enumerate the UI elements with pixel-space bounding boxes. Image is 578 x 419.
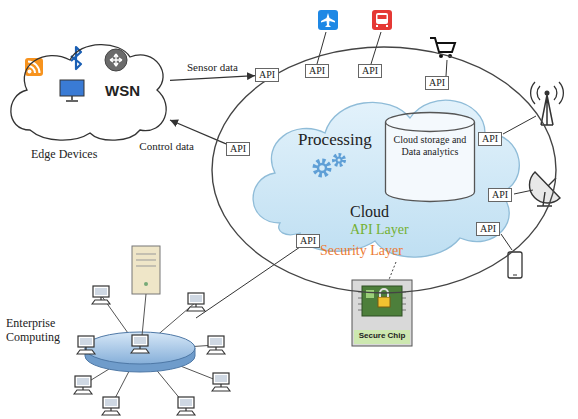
group-heading: Edge Devices (31, 147, 97, 162)
cloud-label-text: Cloud (350, 203, 389, 220)
api-label: API (480, 223, 496, 234)
api-box: API (476, 222, 500, 236)
process-label-text: Processing (298, 130, 372, 149)
cloud-label: Cloud (350, 203, 389, 221)
network-label-text: WSN (105, 82, 140, 99)
api-label: API (492, 189, 508, 200)
api-label: API (230, 143, 246, 154)
edge-label: Control data (139, 140, 194, 152)
layer-label-text: API Layer (350, 222, 409, 237)
edge-label: Sensor data (187, 61, 238, 73)
api-label: API (429, 77, 445, 88)
storage-label-text: Cloud storage and Data analytics (394, 134, 467, 157)
secure-chip: Secure Chip (352, 280, 412, 346)
api-label: API (300, 235, 316, 246)
api-box: API (488, 188, 512, 202)
api-box: API (358, 64, 382, 78)
network-label: WSN (105, 82, 140, 99)
layer-label-text: Security Layer (320, 243, 403, 258)
storage-cylinder: Cloud storage and Data analytics (385, 112, 475, 202)
storage-label: Cloud storage and Data analytics (388, 134, 472, 157)
api-box: API (296, 234, 320, 248)
layer-label: API Layer (350, 222, 409, 238)
data-arrow (170, 76, 255, 81)
edge-label-text: Sensor data (187, 61, 238, 73)
api-box: API (305, 64, 329, 78)
api-label: API (309, 65, 325, 76)
api-label: API (482, 133, 498, 144)
edge-label-text: Control data (139, 140, 194, 152)
group-label: Enterprise Computing (6, 316, 70, 345)
api-box: API (478, 132, 502, 146)
group-label-text: Enterprise Computing (6, 316, 60, 344)
cloud-platform-ellipse: API LayerSecurity Layer ProcessingCloud Cl… (210, 45, 558, 295)
layer-label: Security Layer (320, 243, 403, 259)
chip-label-text: Secure Chip (359, 331, 406, 340)
chip-label: Secure Chip (352, 331, 412, 340)
api-box: API (425, 76, 449, 90)
node-outline (385, 112, 475, 202)
group-heading-text: Edge Devices (31, 147, 97, 161)
api-label: API (259, 69, 275, 80)
api-label: API (362, 65, 378, 76)
api-box: API (255, 68, 279, 82)
api-box: API (226, 142, 250, 156)
process-label: Processing (298, 130, 372, 150)
